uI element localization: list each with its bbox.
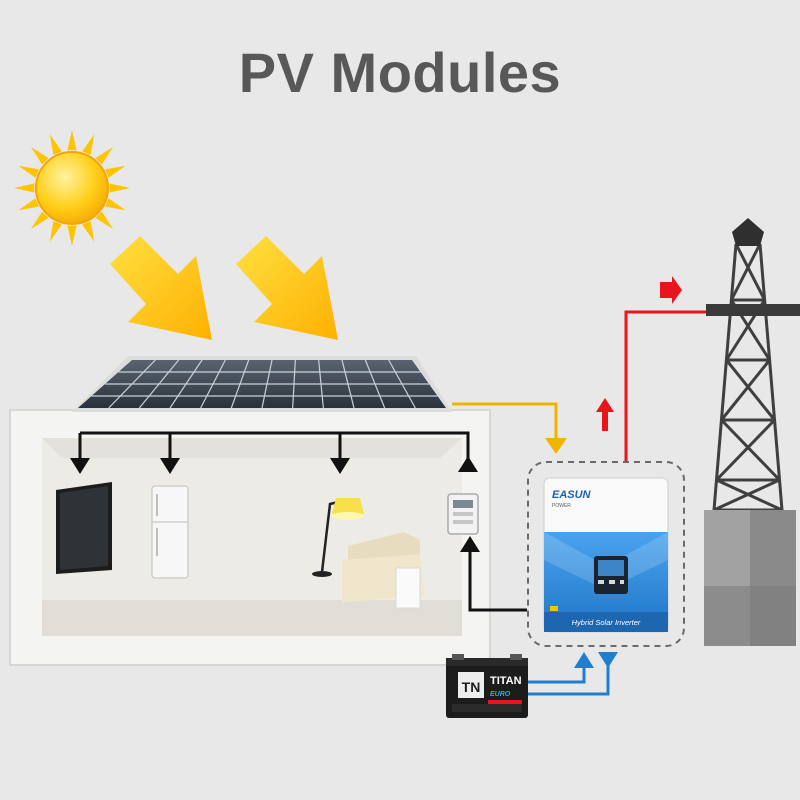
floor-lamp-icon (312, 498, 364, 577)
power-tower-icon (704, 218, 800, 646)
page-title: PV Modules (238, 41, 562, 104)
inverter-dashed-outline (527, 461, 685, 647)
sunlight-arrow-icon (110, 236, 212, 340)
electric-meter-icon (447, 493, 479, 535)
inverter-brand: EASUN (552, 489, 592, 501)
battery-sub: EURO (490, 691, 511, 698)
inverter-icon (543, 477, 669, 633)
battery-logo: TN (462, 679, 481, 695)
grid-arrow-icon (660, 276, 682, 304)
load-arrow-icon (70, 456, 480, 552)
sofa-icon (342, 532, 424, 609)
battery-icon (446, 654, 528, 718)
sunlight-arrow-icon (236, 236, 338, 340)
inverter-label: Hybrid Solar Inverter (572, 618, 641, 627)
battery-line (528, 664, 610, 696)
battery-arrow-icon (574, 652, 618, 668)
grid-line (596, 276, 706, 462)
battery-brand: TITAN (490, 675, 522, 687)
solar-panel-icon (72, 356, 452, 412)
inverter-brand-sub: POWER (552, 503, 571, 509)
sun-icon (14, 130, 130, 246)
tv-icon (56, 482, 112, 574)
pv-arrow-icon (545, 438, 567, 454)
refrigerator-icon (151, 485, 189, 579)
pv-line (452, 402, 567, 454)
grid-arrow-icon (596, 398, 614, 412)
